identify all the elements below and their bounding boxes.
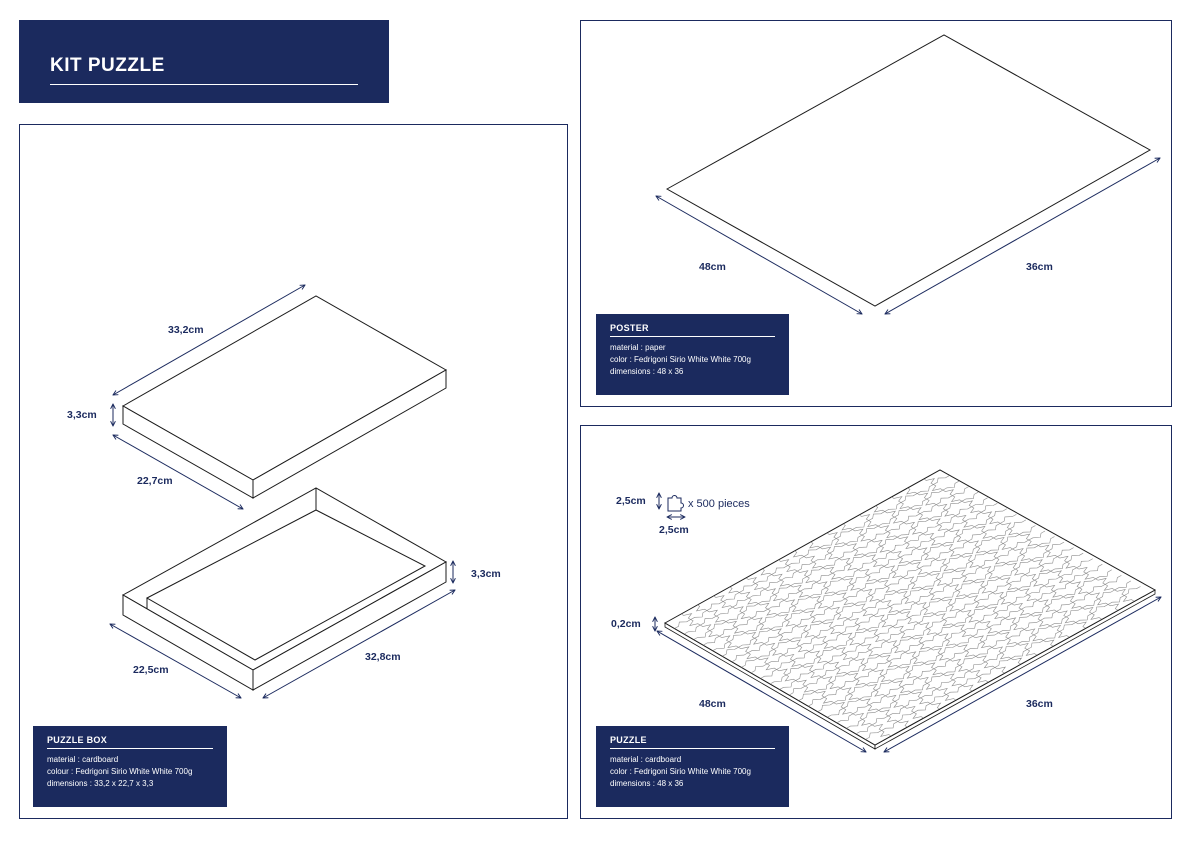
puzzle-cut-line [906,487,1120,611]
page-title: KIT PUZZLE [50,55,165,76]
base-width-arrow [110,624,241,698]
base-width-label: 22,5cm [133,664,169,676]
lid-width-arrow [113,435,243,509]
puzzle-width-arrow [657,631,866,752]
pieces-count-label: x 500 pieces [688,498,750,510]
lid-length-arrow [113,285,305,395]
puzzle-thickness-label: 0,2cm [611,618,641,630]
puzzle-cut-line [703,491,979,646]
title-underline [50,84,358,85]
poster-material: material : paper [610,343,666,352]
base-length-label: 32,8cm [365,651,401,663]
poster-info-card: POSTER material : paper color : Fedrigon… [596,314,789,395]
puzzle-width-label: 48cm [699,698,726,710]
poster-width-arrow [656,196,862,314]
puzzle-box-dimensions: dimensions : 33,2 x 22,7 x 3,3 [47,779,154,788]
puzzle-box-material: material : cardboard [47,755,119,764]
base-length-arrow [263,590,455,698]
puzzle-cut-line [683,480,960,635]
poster-dimensions: dimensions : 48 x 36 [610,367,684,376]
puzzle-cut-line [923,478,1134,602]
poster-width-label: 48cm [699,261,726,273]
piece-width-label: 2,5cm [659,524,689,536]
base-height-label: 3,3cm [471,568,501,580]
puzzle-cut-line [712,497,988,651]
puzzle-material: material : cardboard [610,755,682,764]
lid-length-label: 33,2cm [168,324,204,336]
kit-title-banner: KIT PUZZLE [19,20,389,103]
puzzle-box-colour: colour : Fedrigoni Sirio White White 700… [47,767,193,776]
poster-color: color : Fedrigoni Sirio White White 700g [610,355,751,364]
puzzle-info-card: PUZZLE material : cardboard color : Fedr… [596,726,789,807]
puzzle-info-title: PUZZLE [610,735,775,749]
poster-length-arrow [885,158,1160,314]
puzzle-piece-icon [667,495,684,512]
puzzle-panel [580,425,1172,819]
puzzle-board-drawing [663,469,1157,750]
puzzle-box-panel [19,124,568,819]
puzzle-color: color : Fedrigoni Sirio White White 700g [610,767,751,776]
poster-length-label: 36cm [1026,261,1053,273]
puzzle-dimensions: dimensions : 48 x 36 [610,779,684,788]
piece-height-label: 2,5cm [616,495,646,507]
lid-right-face [252,369,447,499]
puzzle-box-info-card: PUZZLE BOX material : cardboard colour :… [33,726,227,807]
poster-info-title: POSTER [610,323,775,337]
puzzle-box-info-title: PUZZLE BOX [47,735,213,749]
puzzle-cut-line [693,486,969,640]
poster-sheet [665,34,1152,307]
lid-height-label: 3,3cm [67,409,97,421]
puzzle-length-arrow [884,597,1161,752]
poster-panel [580,20,1172,407]
lid-width-label: 22,7cm [137,475,173,487]
puzzle-cut-line [674,475,950,629]
puzzle-length-label: 36cm [1026,698,1053,710]
